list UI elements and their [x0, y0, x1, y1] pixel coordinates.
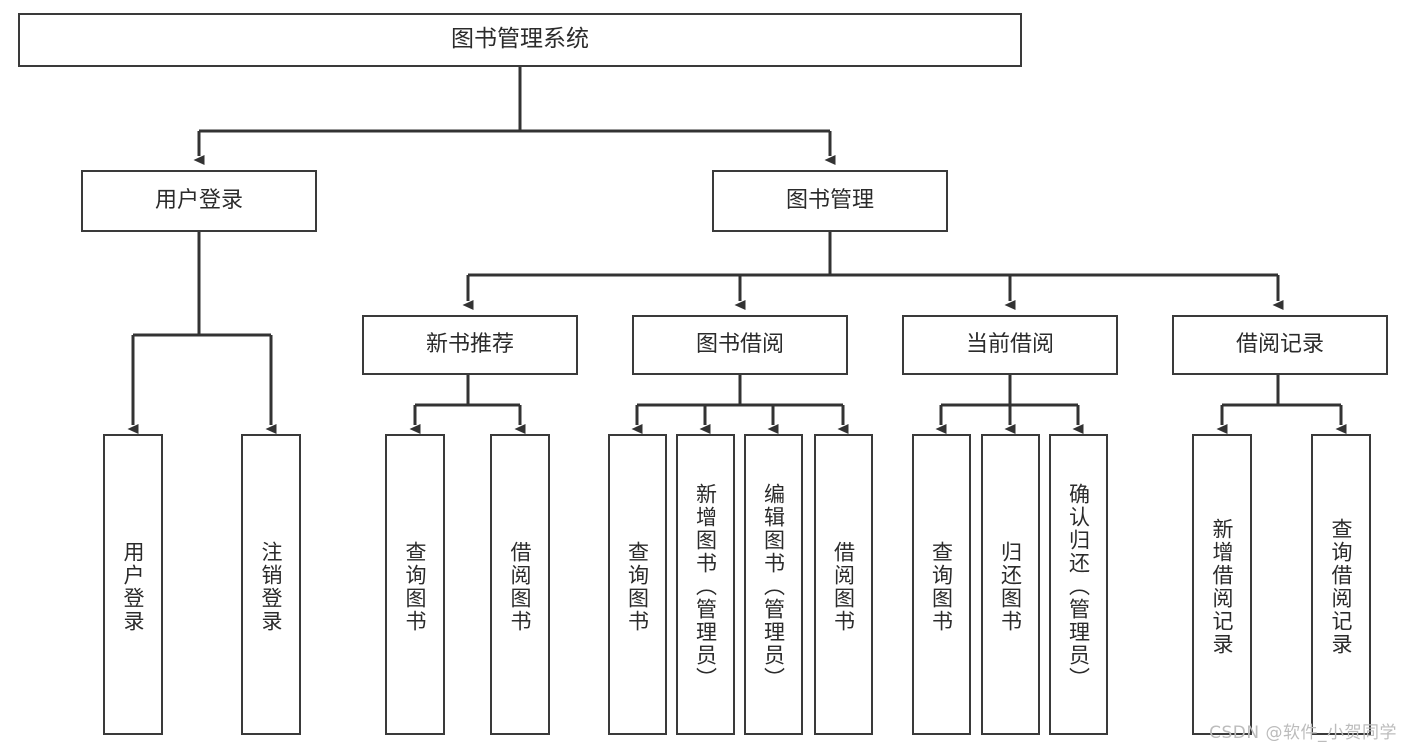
node-user-login-label: 用户登录	[154, 188, 243, 214]
leaf-rec-search-label: 查询借阅记录	[1329, 517, 1354, 656]
leaf-borrow-add-label: 新增图书（管理员）	[693, 483, 718, 690]
node-user-login[interactable]: 用户登录	[81, 170, 317, 232]
node-current-borrow[interactable]: 当前借阅	[902, 315, 1118, 375]
leaf-cur-return[interactable]: 归还图书	[981, 434, 1040, 735]
leaf-cur-query-label: 查询图书	[929, 540, 954, 633]
csdn-watermark: CSDN @软件_小贺同学	[1209, 723, 1397, 743]
node-borrow-record-label: 借阅记录	[1235, 332, 1324, 358]
node-book-manage-label: 图书管理	[785, 188, 874, 214]
leaf-cur-query[interactable]: 查询图书	[912, 434, 971, 735]
node-new-book-rec-label: 新书推荐	[425, 332, 514, 358]
node-book-borrow-label: 图书借阅	[695, 332, 784, 358]
node-borrow-record[interactable]: 借阅记录	[1172, 315, 1388, 375]
leaf-borrow-edit[interactable]: 编辑图书（管理员）	[744, 434, 803, 735]
leaf-rec-borrow[interactable]: 借阅图书	[490, 434, 550, 735]
leaf-rec-search[interactable]: 查询借阅记录	[1311, 434, 1371, 735]
leaf-borrow-take[interactable]: 借阅图书	[814, 434, 873, 735]
leaf-user-login-label: 用户登录	[121, 540, 146, 633]
leaf-user-logout[interactable]: 注销登录	[241, 434, 301, 735]
leaf-user-logout-label: 注销登录	[259, 540, 284, 633]
leaf-borrow-edit-label: 编辑图书（管理员）	[761, 483, 786, 690]
leaf-rec-query[interactable]: 查询图书	[385, 434, 445, 735]
leaf-user-login[interactable]: 用户登录	[103, 434, 163, 735]
leaf-borrow-add[interactable]: 新增图书（管理员）	[676, 434, 735, 735]
node-book-manage[interactable]: 图书管理	[712, 170, 948, 232]
leaf-borrow-query-label: 查询图书	[625, 540, 650, 633]
leaf-rec-borrow-label: 借阅图书	[508, 540, 533, 633]
node-root[interactable]: 图书管理系统	[18, 13, 1022, 67]
leaf-cur-confirm-label: 确认归还（管理员）	[1066, 483, 1091, 690]
leaf-rec-add-label: 新增借阅记录	[1210, 517, 1235, 656]
node-new-book-rec[interactable]: 新书推荐	[362, 315, 578, 375]
leaf-cur-return-label: 归还图书	[998, 540, 1023, 633]
leaf-borrow-query[interactable]: 查询图书	[608, 434, 667, 735]
node-root-label: 图书管理系统	[451, 26, 589, 53]
leaf-rec-add[interactable]: 新增借阅记录	[1192, 434, 1252, 735]
node-book-borrow[interactable]: 图书借阅	[632, 315, 848, 375]
leaf-rec-query-label: 查询图书	[403, 540, 428, 633]
leaf-cur-confirm[interactable]: 确认归还（管理员）	[1049, 434, 1108, 735]
leaf-borrow-take-label: 借阅图书	[831, 540, 856, 633]
node-current-borrow-label: 当前借阅	[965, 332, 1054, 358]
